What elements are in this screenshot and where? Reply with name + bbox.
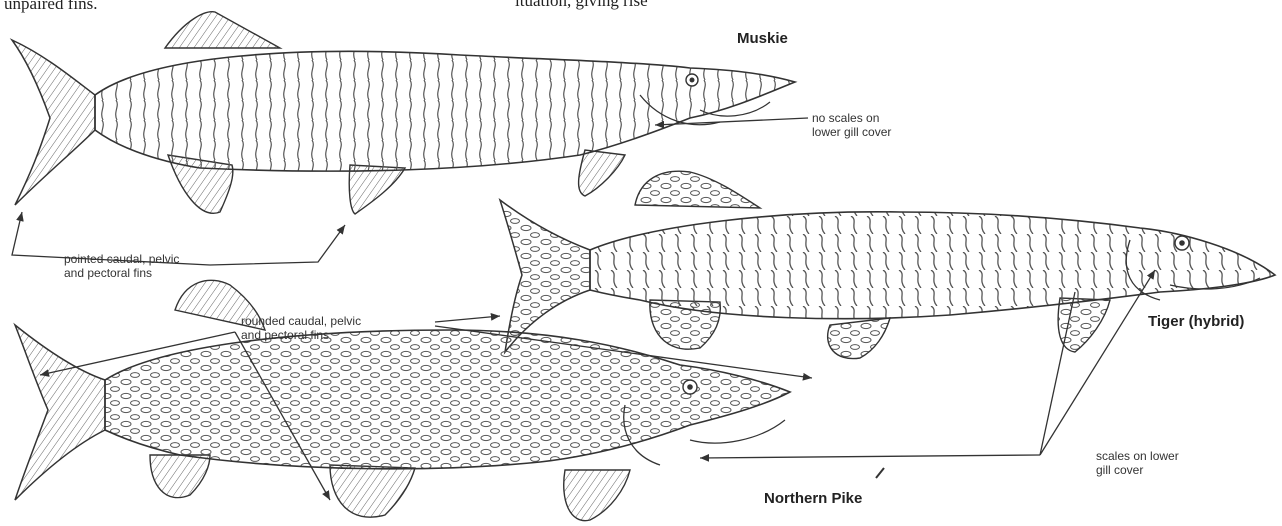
muskie-label: Muskie (737, 30, 788, 47)
muskie-dorsal-fin (165, 12, 280, 48)
no-scales-label: no scales on lower gill cover (812, 111, 891, 139)
pike-body (105, 330, 790, 469)
pointed-fins-label: pointed caudal, pelvic and pectoral fins (64, 252, 179, 280)
tiger-fish (500, 171, 1275, 358)
rounded-fins-pointer-tiger-tail (435, 316, 500, 322)
tiger-pelvic-fin (828, 318, 890, 359)
pike-pelvic-fin (330, 465, 415, 517)
northern-pike-label: Northern Pike (764, 490, 862, 507)
tiger-dorsal-fin (635, 171, 760, 208)
rounded-fins-label: rounded caudal, pelvic and pectoral fins (241, 314, 361, 342)
pointed-fins-pointer-right (210, 225, 345, 265)
scales-label: scales on lower gill cover (1096, 449, 1179, 477)
scales-pointer-pike (700, 455, 1040, 458)
muskie-body (95, 51, 795, 171)
muskie-pelvic-fin (349, 165, 405, 214)
pike-pectoral-fin (564, 470, 630, 521)
pike-caudal-fin (15, 325, 105, 500)
tiger-label: Tiger (hybrid) (1148, 313, 1244, 330)
tiger-body (590, 212, 1275, 319)
pike-anal-fin (150, 455, 210, 498)
muskie-pectoral-fin (579, 150, 625, 196)
muskie-caudal-fin (12, 40, 95, 205)
tiger-pectoral-fin (1058, 298, 1110, 352)
tiger-caudal-fin (500, 200, 590, 352)
